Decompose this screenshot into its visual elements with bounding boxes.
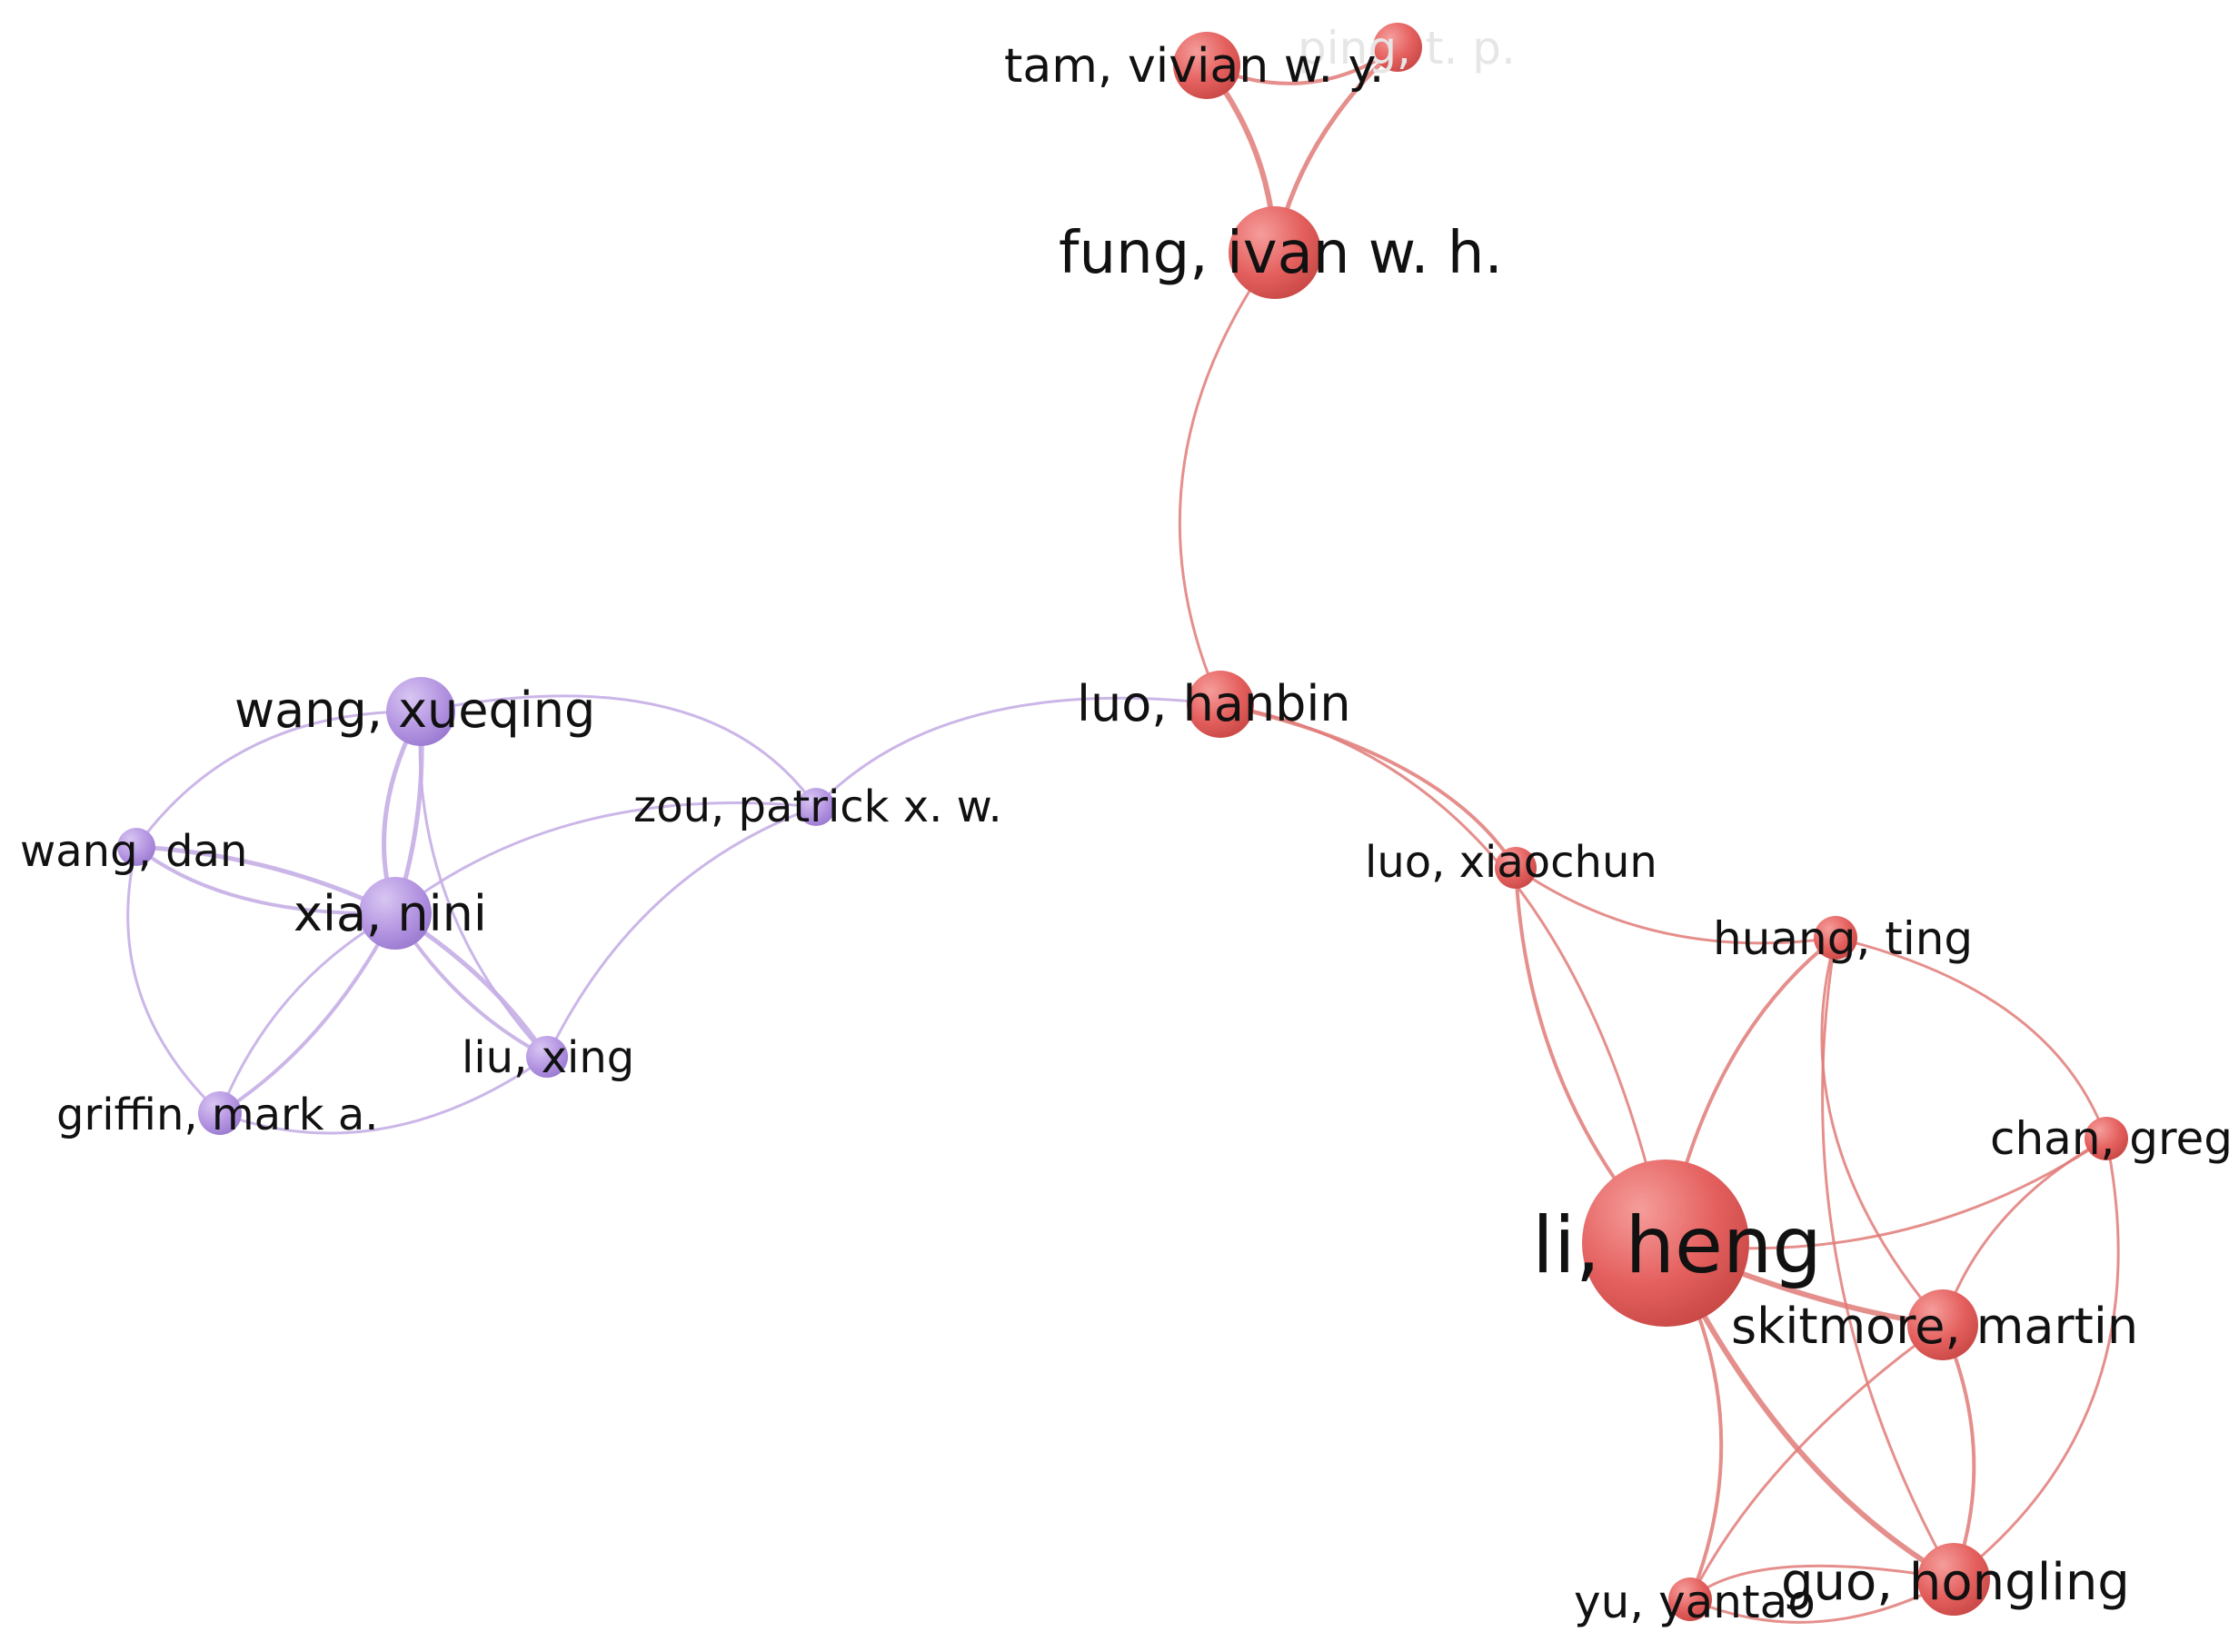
node-ping[interactable]	[1373, 23, 1422, 72]
edge-huang-skitmore	[1820, 936, 1945, 1327]
label-li-heng: li, heng	[1532, 1200, 1822, 1291]
edge-xueqing-wangdan	[134, 710, 423, 849]
node-tam-vivian[interactable]	[1173, 32, 1240, 99]
label-luo-xiaochun: luo, xiaochun	[1365, 837, 1657, 888]
label-liu-xing: liu, xing	[462, 1032, 634, 1083]
label-xia-nini: xia, nini	[294, 885, 487, 942]
edge-luohanbin-zou	[814, 696, 1222, 809]
node-li-heng[interactable]	[1582, 1159, 1749, 1327]
node-liu-xing[interactable]	[526, 1036, 568, 1078]
label-griffin-mark: griffin, mark a.	[56, 1090, 379, 1140]
label-zou-patrick: zou, patrick x. w.	[633, 781, 1002, 832]
edge-skitmore-yu	[1688, 1323, 1945, 1601]
edge-wangdan-griffin	[126, 845, 222, 1115]
label-skitmore-martin: skitmore, martin	[1731, 1298, 2138, 1355]
node-wang-dan[interactable]	[117, 828, 155, 866]
node-chan-greg[interactable]	[2085, 1117, 2128, 1160]
label-chan-greg: chan, greg	[1990, 1112, 2233, 1165]
edge-griffin-liuxing	[218, 1055, 549, 1135]
node-yu-yantao[interactable]	[1668, 1577, 1712, 1621]
node-xia-nini[interactable]	[359, 877, 432, 950]
node-huang-ting[interactable]	[1814, 916, 1857, 960]
edge-huang-chan	[1834, 936, 2108, 1140]
edge-yu-guo-lower	[1688, 1564, 1955, 1601]
nodes	[117, 23, 2128, 1621]
label-yu-yantao: yu, yantao	[1574, 1576, 1816, 1628]
label-luo-hanbin: luo, hanbin	[1077, 675, 1351, 732]
edge-xia-griffin-a	[218, 911, 397, 1115]
edge-xia-griffin-b	[218, 911, 397, 1115]
node-luo-hanbin[interactable]	[1187, 671, 1254, 738]
edge-fung-luohanbin	[1178, 251, 1277, 706]
node-luo-xiaochun[interactable]	[1495, 847, 1537, 889]
edge-xueqing-liuxing	[418, 710, 549, 1059]
node-fung-ivan[interactable]	[1229, 206, 1321, 299]
edge-zou-liuxing	[545, 805, 818, 1059]
label-guo-hongling: guo, hongling	[1781, 1553, 2130, 1612]
label-tam-vivian: tam, vivian w. y.	[1004, 39, 1384, 94]
edge-luohanbin-liheng	[1219, 702, 1667, 1245]
edge-xia-zou	[393, 801, 818, 915]
edge-xueqing-zou	[419, 694, 818, 809]
label-ping: ping, t. p.	[1298, 22, 1516, 75]
node-zou-patrick[interactable]	[797, 788, 835, 826]
edge-chan-guo	[1952, 1137, 2120, 1581]
node-wang-xueqing[interactable]	[386, 677, 455, 746]
edge-huang-guo	[1821, 936, 1955, 1581]
label-huang-ting: huang, ting	[1713, 912, 1973, 965]
labels: ping, t. p. tam, vivian w. y. fung, ivan…	[20, 22, 2233, 1628]
label-wang-dan: wang, dan	[20, 826, 247, 877]
node-skitmore-martin[interactable]	[1907, 1289, 1978, 1360]
node-griffin-mark[interactable]	[198, 1091, 242, 1135]
edge-yu-guo	[1688, 1577, 1955, 1624]
edge-skitmore-guo	[1941, 1323, 1976, 1581]
label-wang-xueqing: wang, xueqing	[234, 682, 595, 739]
edge-luoxiaochun-huang	[1514, 866, 1837, 945]
label-fung-ivan: fung, ivan w. h.	[1059, 220, 1503, 287]
node-guo-hongling[interactable]	[1917, 1543, 1990, 1616]
edge-wangdan-xia-b	[134, 845, 397, 916]
